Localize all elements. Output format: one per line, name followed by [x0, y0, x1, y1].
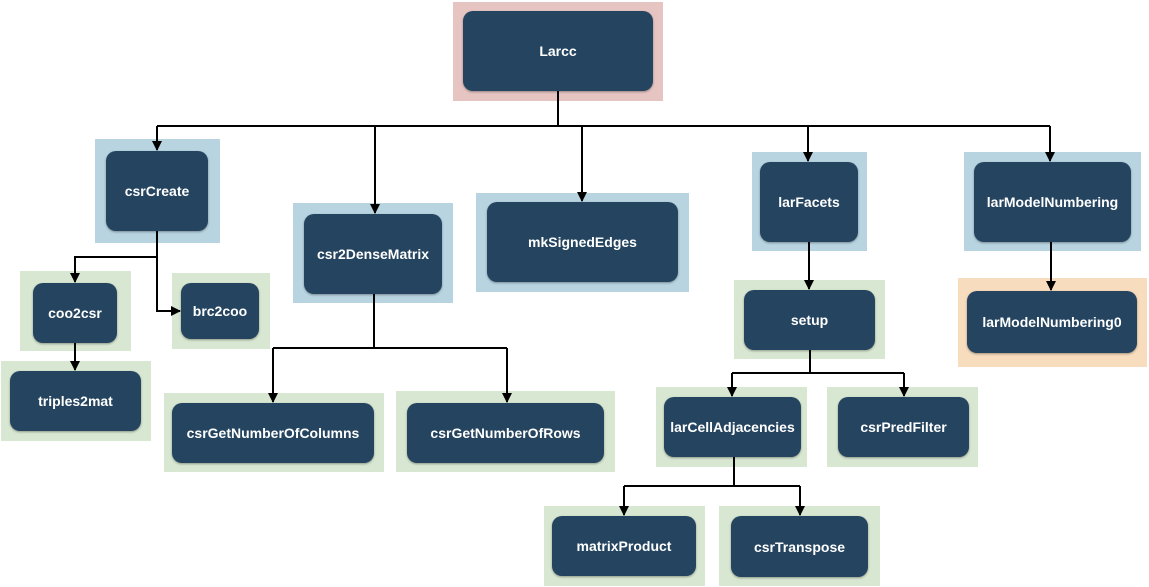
- node-larcc[interactable]: Larcc: [463, 11, 653, 91]
- node-larcelladjacencies[interactable]: larCellAdjacencies: [664, 397, 801, 457]
- node-csrcreate[interactable]: csrCreate: [106, 151, 208, 231]
- node-larfacets[interactable]: larFacets: [760, 162, 858, 242]
- node-mksignededges[interactable]: mkSignedEdges: [487, 202, 678, 282]
- edge-setup-bus: [732, 348, 904, 374]
- node-csrtranspose[interactable]: csrTranspose: [731, 516, 868, 577]
- edge-larcelladjacencies-bus: [624, 457, 800, 487]
- node-setup[interactable]: setup: [744, 290, 875, 350]
- node-csrpredfilter[interactable]: csrPredFilter: [838, 397, 969, 457]
- node-csr2densematrix[interactable]: csr2DenseMatrix: [304, 214, 442, 294]
- node-larmodelnumbering[interactable]: larModelNumbering: [974, 162, 1131, 242]
- node-brc2coo[interactable]: brc2coo: [181, 283, 259, 339]
- edge-csrcreate-brc2coo: [156, 257, 181, 316]
- node-csrgetnumberofrows[interactable]: csrGetNumberOfRows: [407, 403, 604, 463]
- node-csrgetnumberofcolumns[interactable]: csrGetNumberOfColumns: [172, 403, 374, 463]
- node-larmodelnumbering0[interactable]: larModelNumbering0: [967, 291, 1137, 353]
- node-matrixproduct[interactable]: matrixProduct: [552, 516, 696, 576]
- node-triples2mat[interactable]: triples2mat: [10, 371, 141, 431]
- edge-csrcreate-coo2csr: [70, 230, 158, 283]
- edge-csr2densematrix-bus: [273, 293, 507, 349]
- node-coo2csr[interactable]: coo2csr: [33, 283, 117, 343]
